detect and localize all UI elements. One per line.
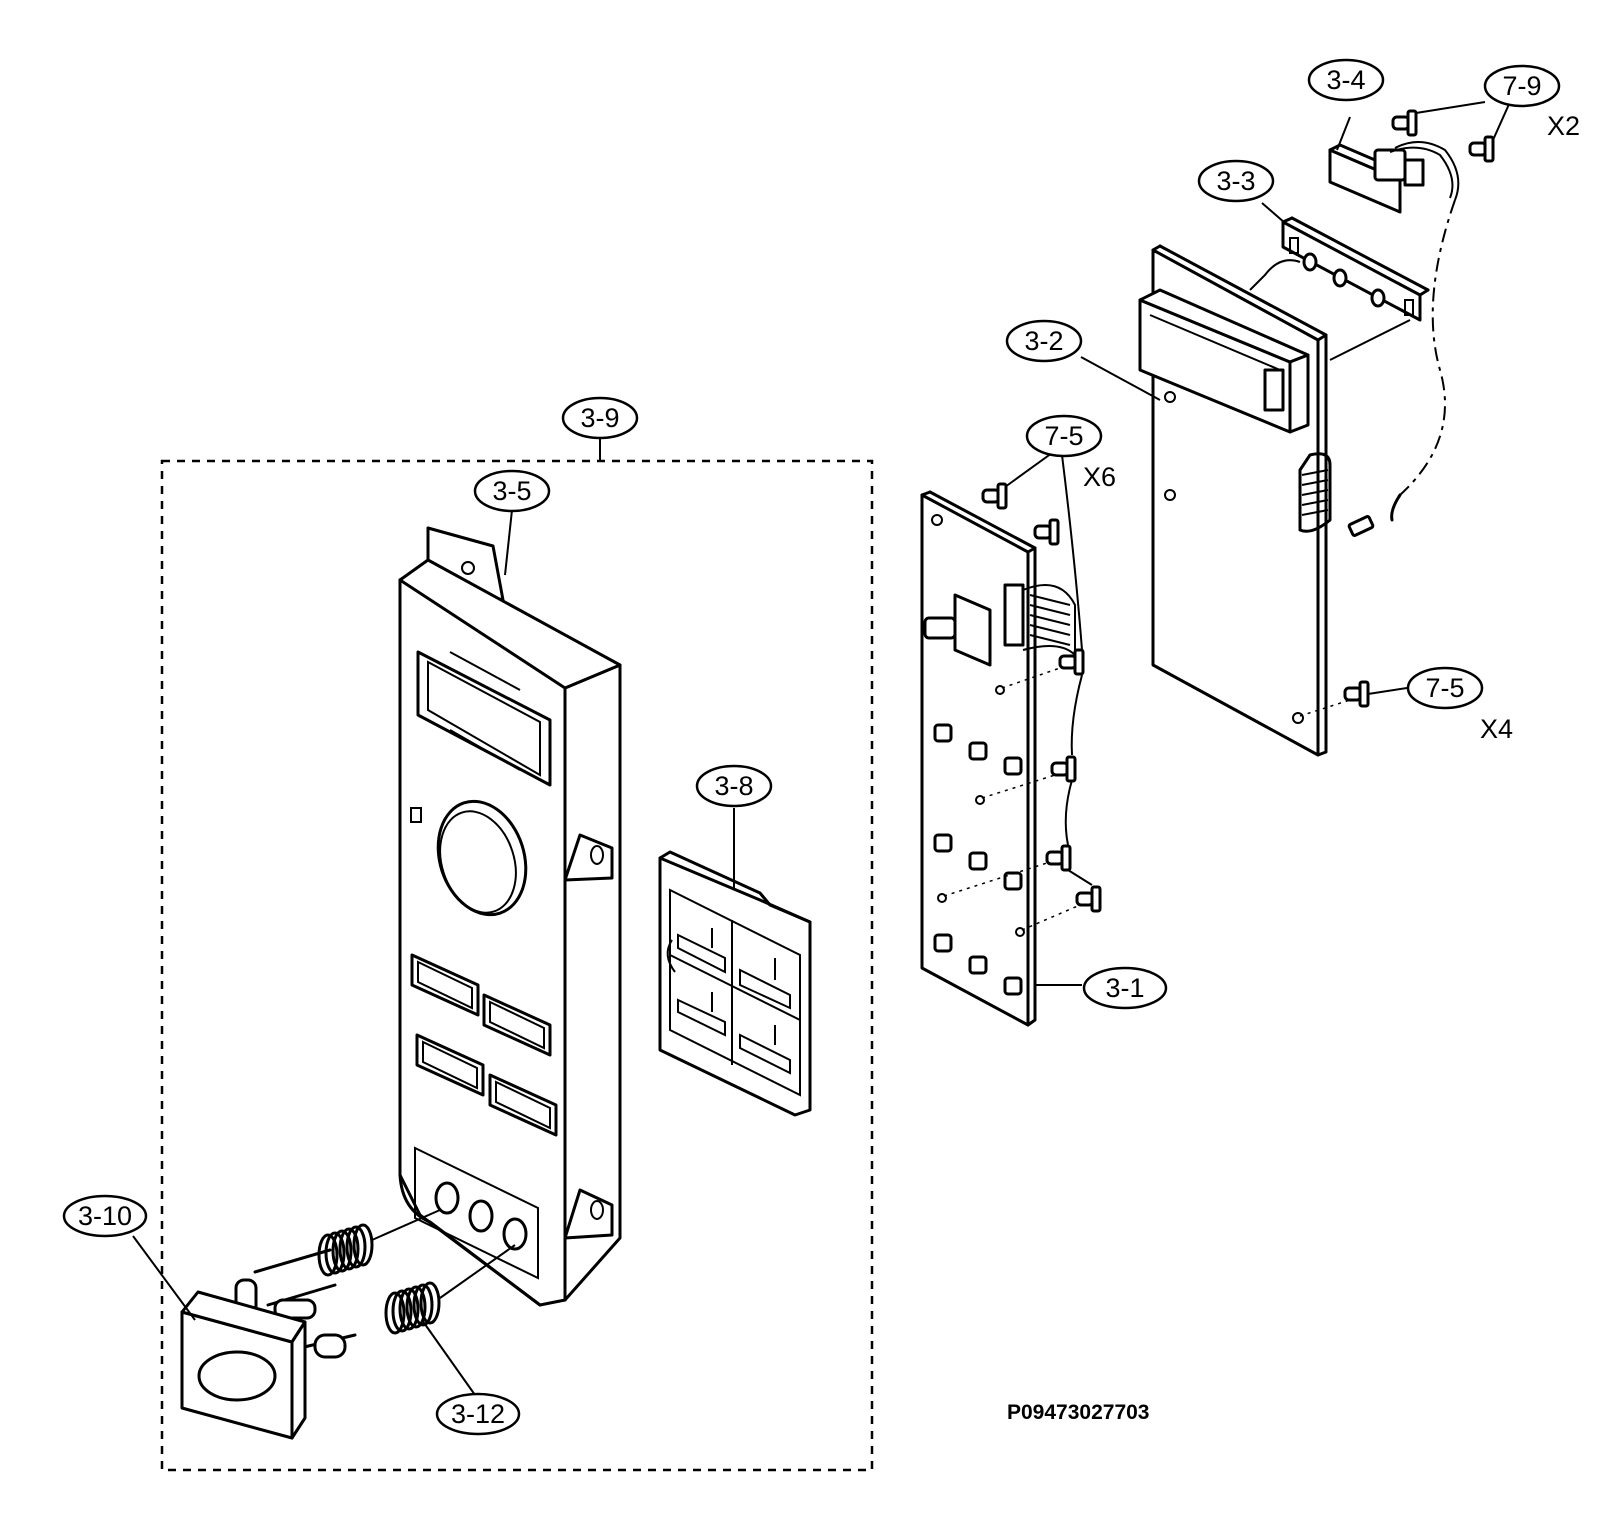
drawing-code: P09473027703 (1007, 1401, 1149, 1424)
label-3-1: 3-1 (1082, 966, 1168, 1010)
label-3-1-text: 3-1 (1105, 973, 1144, 1003)
screw-7-5-pcb (1299, 680, 1408, 717)
button-holder-3-8 (658, 850, 812, 1117)
label-7-9-text: 7-9 (1502, 71, 1541, 101)
spring-lower (384, 1244, 516, 1335)
label-7-5-right-text: 7-5 (1425, 673, 1464, 703)
label-3-10-text: 3-10 (78, 1201, 132, 1231)
main-pcb-3-2 (1138, 244, 1332, 757)
label-3-9-text: 3-9 (580, 403, 619, 433)
label-3-9: 3-9 (561, 396, 639, 440)
label-3-5: 3-5 (473, 469, 551, 513)
quantity-x6: X6 (1083, 462, 1116, 492)
assembly-boundary-3-9 (160, 459, 874, 1472)
label-7-9: 7-9 (1483, 64, 1561, 108)
label-3-12-text: 3-12 (451, 1399, 505, 1429)
label-7-5-top: 7-5 (1025, 414, 1103, 458)
quantity-x4: X4 (1480, 714, 1513, 744)
label-3-5-text: 3-5 (492, 476, 531, 506)
switch-board-3-1 (920, 490, 1081, 1027)
sensor-bracket-3-4 (1328, 116, 1460, 537)
label-3-12: 3-12 (435, 1392, 521, 1436)
label-3-8-text: 3-8 (714, 771, 753, 801)
label-7-5-right: 7-5 (1406, 666, 1484, 710)
label-3-4: 3-4 (1307, 58, 1385, 102)
led-bracket-3-3 (1249, 202, 1430, 361)
control-panel-frame-3-5 (398, 526, 622, 1307)
label-3-2: 3-2 (1005, 319, 1083, 363)
screw-group-7-5-board (981, 452, 1102, 913)
label-7-5-top-text: 7-5 (1044, 421, 1083, 451)
label-3-3-text: 3-3 (1216, 166, 1255, 196)
label-3-8: 3-8 (695, 764, 773, 808)
label-3-2-text: 3-2 (1024, 326, 1063, 356)
label-3-4-text: 3-4 (1326, 65, 1365, 95)
label-3-10: 3-10 (62, 1194, 148, 1238)
quantity-x2: X2 (1547, 111, 1580, 141)
label-3-3: 3-3 (1197, 159, 1275, 203)
push-button-3-10 (180, 1248, 357, 1440)
spring-upper (317, 1209, 441, 1277)
screws-7-9 (1391, 101, 1511, 163)
